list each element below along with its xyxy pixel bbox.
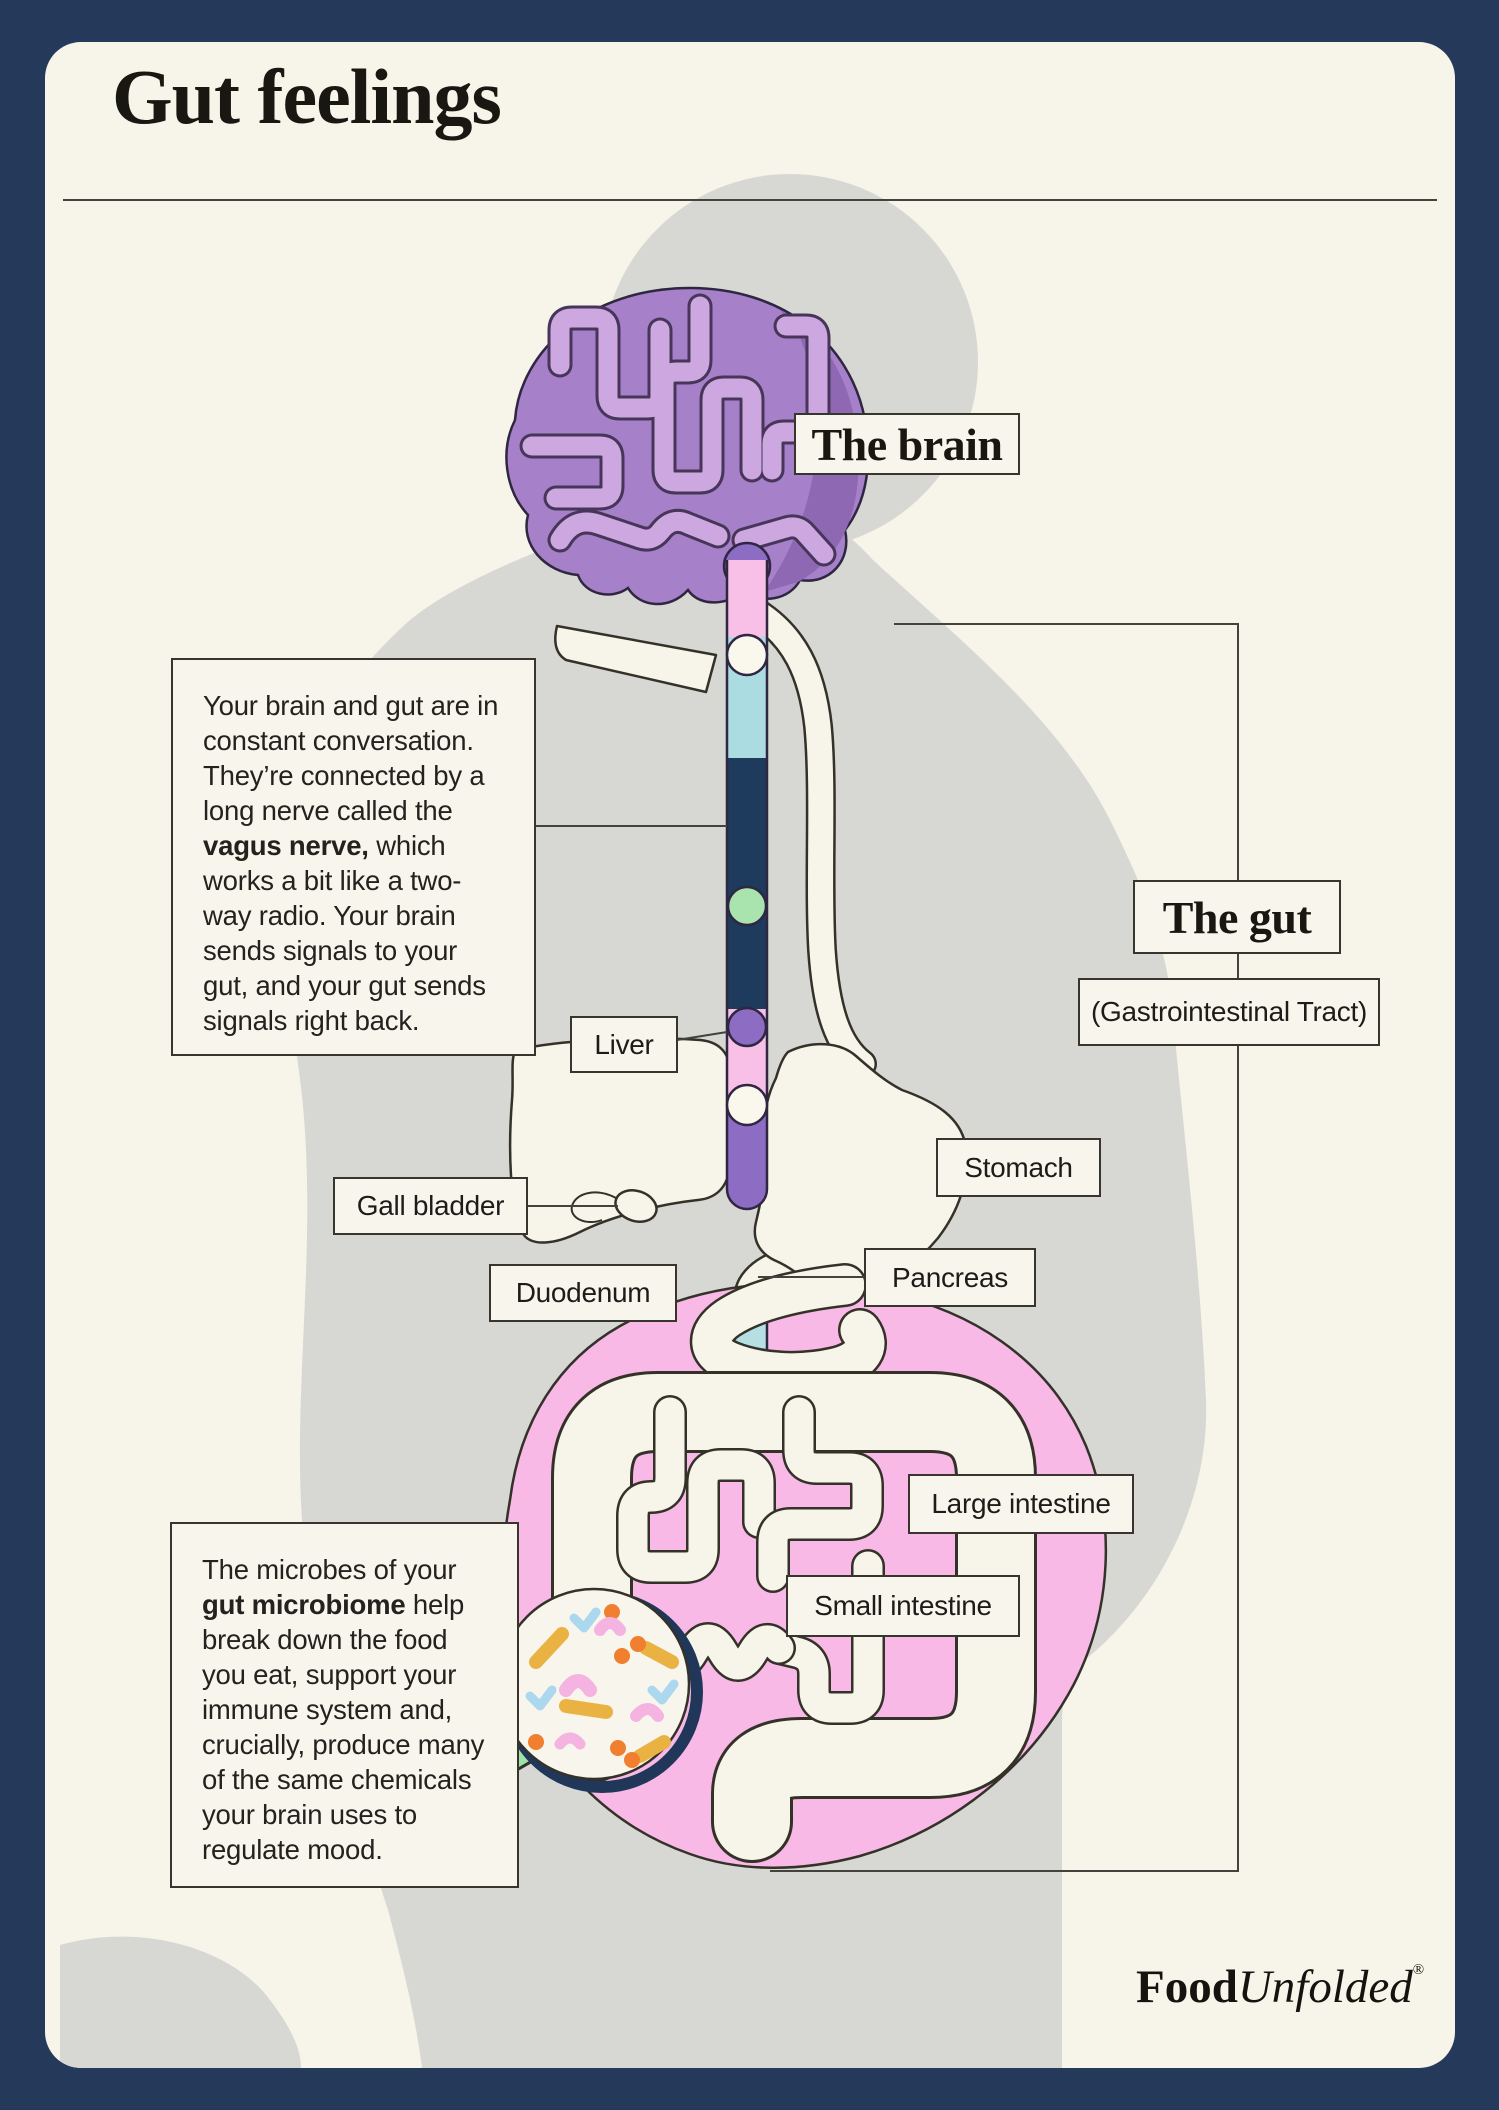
liver-shape (508, 1037, 732, 1244)
label-the-gut-text: The gut (1162, 891, 1312, 943)
page-title: Gut feelings (112, 53, 502, 140)
label-gall-bladder-text: Gall bladder (356, 1190, 505, 1221)
connector-lines (527, 825, 866, 1278)
brand-registered-mark: ® (1412, 1962, 1425, 1978)
label-gastro-text: (Gastrointestinal Tract) (1091, 996, 1367, 1027)
label-the-gut: The gut (1133, 880, 1341, 954)
label-the-brain-text: The brain (811, 418, 1003, 470)
brand-logo: FoodUnfolded® (1136, 1960, 1424, 2014)
label-gastrointestinal-tract: (Gastrointestinal Tract) (1078, 978, 1380, 1046)
label-small-intestine: Small intestine (786, 1575, 1020, 1637)
esophagus (741, 597, 877, 1079)
label-small-intestine-text: Small intestine (814, 1590, 992, 1621)
label-pancreas-text: Pancreas (892, 1261, 1008, 1293)
microbes (525, 1604, 679, 1768)
chin-shape (554, 624, 718, 694)
label-the-brain: The brain (794, 413, 1020, 475)
label-large-intestine-text: Large intestine (931, 1488, 1111, 1519)
label-stomach-text: Stomach (964, 1151, 1073, 1183)
label-stomach: Stomach (936, 1138, 1101, 1197)
nerve-node-green (726, 885, 768, 927)
callout-gut-microbiome: The microbes of your gut microbiome help… (170, 1522, 519, 1888)
label-pancreas: Pancreas (864, 1248, 1036, 1307)
brand-logo-bold: Food (1136, 1961, 1238, 2013)
label-liver: Liver (570, 1016, 678, 1073)
label-large-intestine: Large intestine (908, 1474, 1134, 1534)
label-duodenum: Duodenum (489, 1264, 677, 1322)
callout-vagus-nerve: Your brain and gut are in constant conve… (171, 658, 536, 1056)
gall-bladder-shape (614, 1189, 658, 1223)
nerve-node-white (725, 633, 769, 677)
nerve-node-purple (726, 1006, 768, 1048)
duodenum-shape (689, 1263, 887, 1395)
label-gall-bladder: Gall bladder (333, 1177, 528, 1235)
vagus-text-bold: vagus nerve, (203, 830, 369, 861)
microbiome-text-pre: The microbes of your (202, 1554, 457, 1585)
gut-bracket-line (770, 623, 1239, 1872)
brain-illustration (505, 286, 870, 606)
vagus-nerve-trunk (725, 560, 769, 1211)
label-liver-text: Liver (594, 1028, 654, 1060)
brand-logo-italic: Unfolded (1237, 1961, 1413, 2013)
vagus-text-pre: Your brain and gut are in constant conve… (203, 690, 499, 826)
vagus-text-post: which works a bit like a two-way radio. … (203, 830, 486, 1036)
label-duodenum-text: Duodenum (515, 1277, 651, 1308)
microbiome-text-bold: gut microbiome (202, 1589, 406, 1620)
microbiome-text-post: help break down the food you eat, suppor… (202, 1589, 485, 1865)
nerve-node-white2 (725, 1083, 769, 1127)
